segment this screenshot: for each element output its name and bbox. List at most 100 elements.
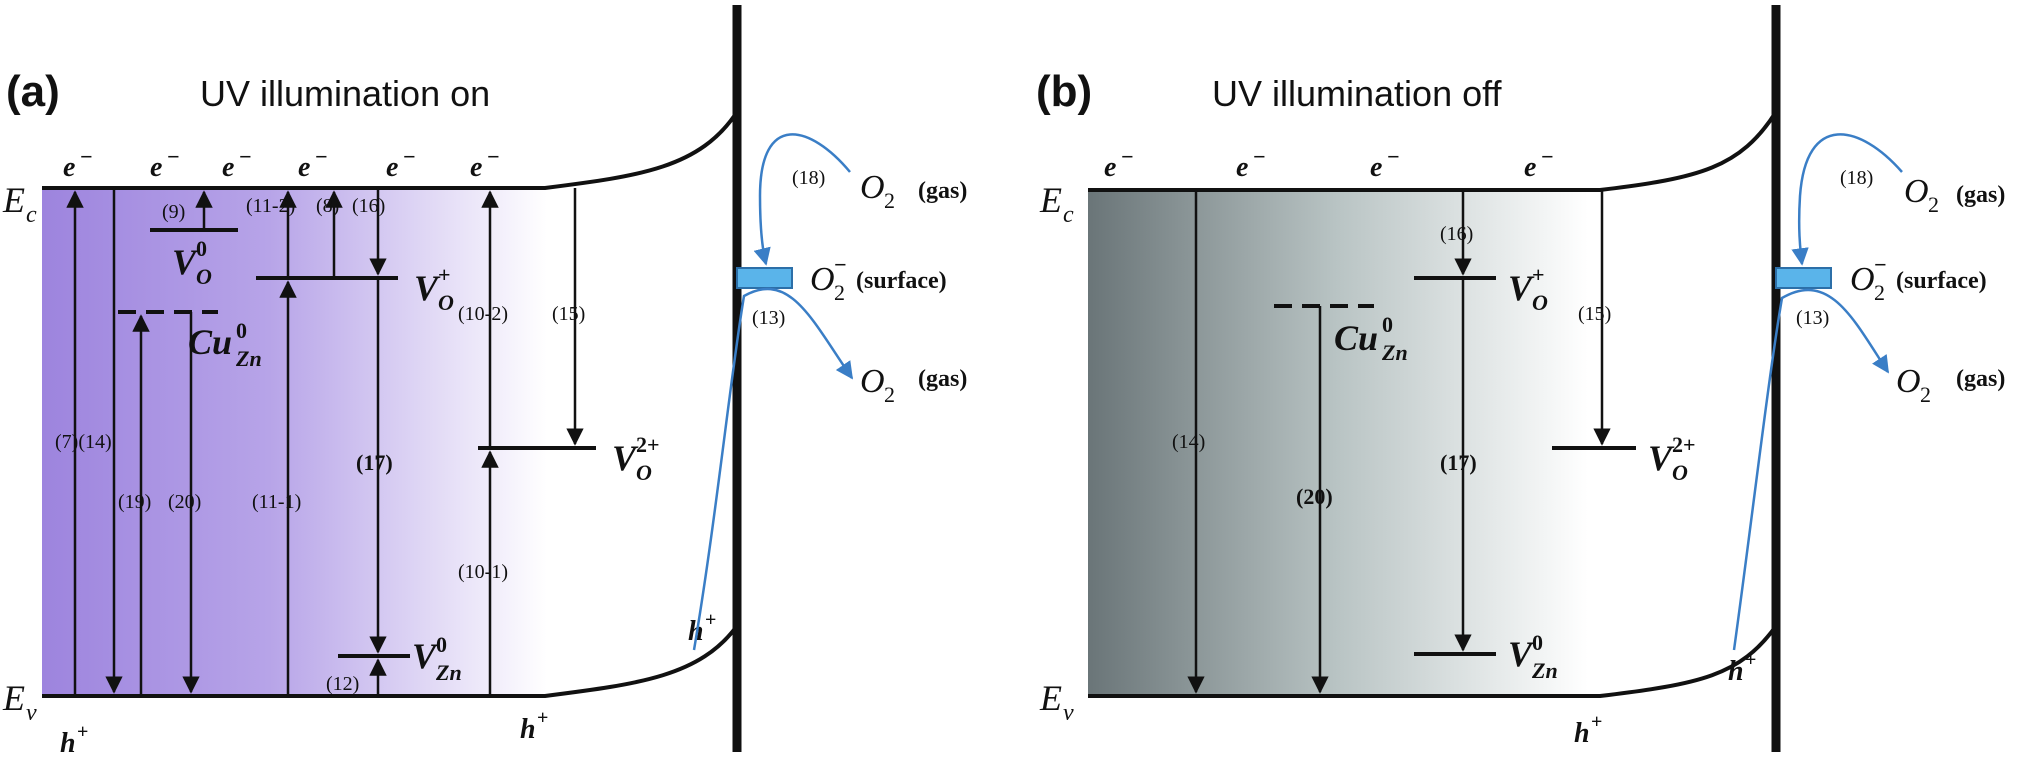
svg-text:e: e [1104,152,1116,183]
panel-a-letter: (a) [6,67,60,116]
panel-a-shading [42,188,547,696]
panel-a-arrow-18 [753,133,851,266]
svg-text:2: 2 [1874,280,1885,305]
panel-b-o2-gas-bottom: O 2 (gas) [1896,363,2005,407]
svg-text:−: − [80,144,93,169]
svg-text:e: e [470,152,482,183]
svg-text:+: + [1745,649,1756,671]
panel-b-label-17: (17) [1440,450,1477,475]
svg-text:+: + [77,721,88,743]
svg-text:E: E [2,180,25,220]
panel-a-ec-label: E c [2,180,37,228]
svg-text:(gas): (gas) [1956,366,2005,392]
svg-text:V: V [1648,438,1675,478]
panel-b-electron: e− [1370,144,1400,183]
panel-a-vo2-label: V O 2+ [612,432,660,485]
panel-b-electron: e− [1104,144,1134,183]
svg-text:e: e [1524,152,1536,183]
svg-text:0: 0 [196,236,207,261]
svg-text:Zn: Zn [1381,340,1408,365]
panel-b-ec-label: E c [1039,180,1074,228]
panel-b-shading [1088,190,1588,696]
svg-text:O: O [438,290,454,315]
svg-text:0: 0 [1382,312,1393,337]
panel-b-hole: h+ [1574,711,1602,749]
svg-text:0: 0 [436,632,447,657]
panel-a-label-15: (15) [552,303,585,325]
svg-text:(surface): (surface) [1896,268,1987,294]
panel-a-electron: e− [298,144,328,183]
svg-text:−: − [1874,252,1887,277]
panel-b-ev-label: E v [1039,678,1074,726]
svg-text:V: V [612,438,639,478]
panel-a-o2-gas-bottom: O 2 (gas) [860,363,967,407]
svg-text:−: − [487,144,500,169]
svg-text:2: 2 [834,280,845,305]
panel-b-o2-surface: O 2 − (surface) [1850,252,1987,305]
svg-text:−: − [315,144,328,169]
svg-text:−: − [1387,144,1400,169]
svg-text:E: E [2,678,25,718]
svg-text:Zn: Zn [235,346,262,371]
svg-text:−: − [1253,144,1266,169]
svg-text:e: e [222,152,234,183]
svg-text:−: − [403,144,416,169]
panel-a-label-20: (20) [168,491,201,513]
svg-text:2: 2 [884,188,895,213]
panel-a: (a) UV illumination on E c E v e− e− e− … [2,5,967,758]
svg-text:2+: 2+ [636,432,660,457]
svg-text:E: E [1039,180,1062,220]
panel-a-vo1-label: V O + [414,262,454,315]
panel-b-title: UV illumination off [1212,73,1502,114]
panel-b: (b) UV illumination off E c E v e− e− e−… [1036,5,2005,752]
svg-text:Zn: Zn [435,660,462,685]
panel-a-label-17: (17) [356,450,393,475]
panel-b-conduction-band [1088,110,1778,192]
panel-b-valence-band [1088,624,1778,698]
svg-text:e: e [1236,152,1248,183]
panel-b-cu-label: Cu Zn 0 [1334,312,1408,365]
svg-text:h: h [60,728,76,758]
panel-a-electron: e− [470,144,500,183]
svg-text:0: 0 [1532,630,1543,655]
svg-text:(gas): (gas) [1956,182,2005,208]
svg-text:(surface): (surface) [856,268,947,294]
panel-a-cu-label: Cu Zn 0 [188,318,262,371]
svg-text:O: O [1850,261,1875,298]
panel-b-vzn-label: V Zn 0 [1508,630,1558,683]
panel-a-electron: e− [63,144,93,183]
panel-b-label-20: (20) [1296,484,1333,509]
panel-b-hole: h+ [1728,649,1756,687]
svg-text:O: O [636,460,652,485]
panel-a-label-8: (8) [316,195,339,217]
svg-text:+: + [705,609,716,631]
svg-text:V: V [1508,268,1535,308]
panel-a-hole: h+ [688,609,716,647]
svg-text:(gas): (gas) [918,178,967,204]
svg-text:v: v [1063,700,1074,726]
svg-text:2+: 2+ [1672,432,1696,457]
panel-b-o2-gas-top: O 2 (gas) [1904,173,2005,217]
svg-text:+: + [537,707,548,729]
panel-b-vo2-label: V O 2+ [1648,432,1696,485]
panel-b-label-13: (13) [1796,307,1829,329]
panel-b-electron: e− [1236,144,1266,183]
svg-text:2: 2 [884,382,895,407]
panel-a-electron: e− [222,144,252,183]
svg-text:−: − [167,144,180,169]
panel-b-arrow-18 [1791,133,1903,266]
svg-text:V: V [1508,634,1535,674]
svg-text:Cu: Cu [1334,318,1378,358]
svg-text:2: 2 [1928,192,1939,217]
svg-text:2: 2 [1920,382,1931,407]
panel-a-vo0-label: V O 0 [172,236,212,289]
svg-text:Zn: Zn [1531,658,1558,683]
panel-a-hole: h+ [60,721,88,758]
panel-a-conduction-band [42,110,739,190]
panel-b-label-14: (14) [1172,431,1205,453]
svg-text:h: h [520,714,536,745]
panel-a-arrow-13 [692,287,854,651]
panel-a-ev-label: E v [2,678,37,726]
svg-text:O: O [860,169,885,206]
